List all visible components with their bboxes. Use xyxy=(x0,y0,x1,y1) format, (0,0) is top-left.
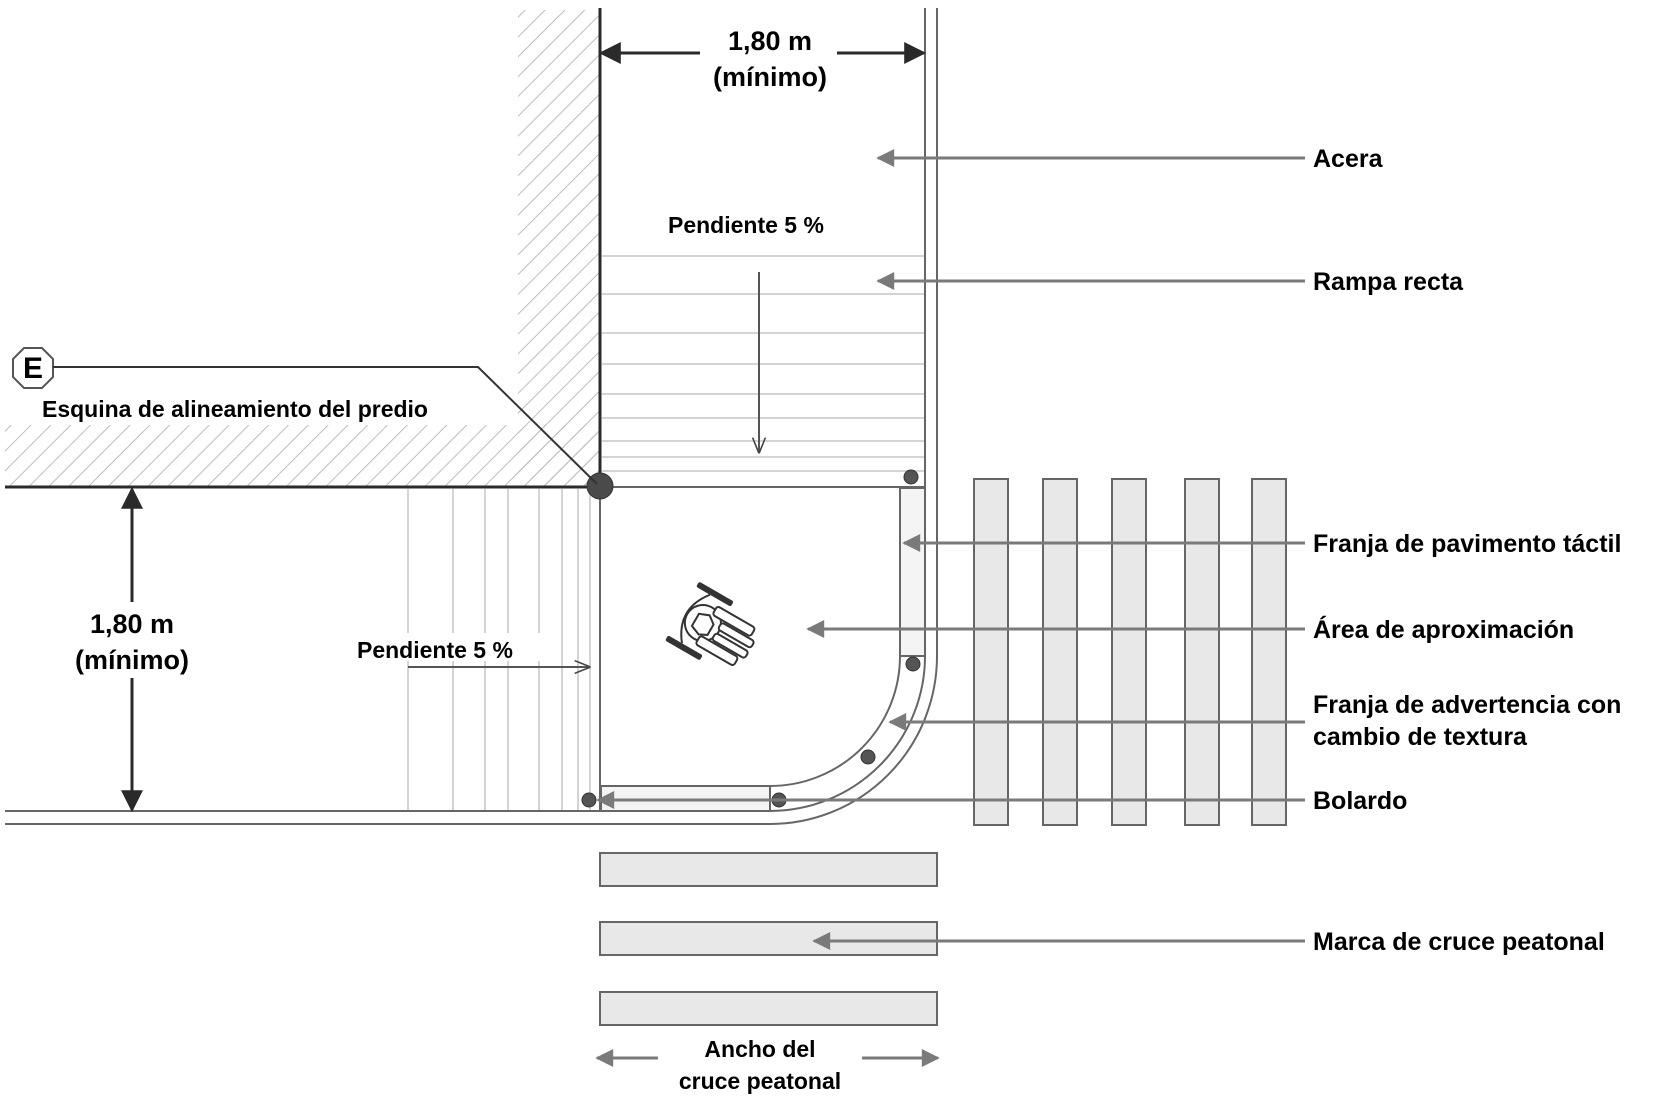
bollard xyxy=(581,792,597,808)
bollard xyxy=(860,749,876,765)
warning-strip-inner-arc xyxy=(769,655,901,787)
crosswalk-bar-vertical xyxy=(1042,478,1078,826)
tactile-strip-vertical xyxy=(899,487,926,657)
crosswalk-width-line2: cruce peatonal xyxy=(679,1068,841,1094)
callout-area-aproximacion: Área de aproximación xyxy=(1313,615,1574,644)
top-slope-label: Pendiente 5 % xyxy=(668,212,824,238)
bollard xyxy=(903,469,919,485)
bollard xyxy=(905,656,921,672)
callout-leaders xyxy=(596,149,1305,950)
callout-marca-cruce: Marca de cruce peatonal xyxy=(1313,928,1605,956)
property-hatch xyxy=(5,10,600,487)
corner-marker: E Esquina de alineamiento del predio xyxy=(12,347,598,485)
crosswalk-bar-vertical xyxy=(1184,478,1220,826)
callout-franja-tactil: Franja de pavimento táctil xyxy=(1313,530,1621,558)
crosswalk-bar-horizontal xyxy=(599,852,938,887)
left-slope-label-mask xyxy=(352,633,542,661)
crosswalk-bar-horizontal xyxy=(599,921,938,956)
corner-label: Esquina de alineamiento del predio xyxy=(42,396,428,422)
curb-inner-arc xyxy=(769,655,926,812)
sidewalk-width-note: (mínimo) xyxy=(713,62,827,92)
sidewalk-width-value: 1,80 m xyxy=(728,26,812,56)
crosswalk-bar-vertical xyxy=(1111,478,1147,826)
approach-depth-value: 1,80 m xyxy=(90,609,174,639)
wheelchair-icon xyxy=(665,582,756,666)
straight-ramp-lines xyxy=(602,255,924,472)
property-hatch-horizontal xyxy=(5,425,600,487)
callout-rampa-recta: Rampa recta xyxy=(1313,268,1464,296)
corner-badge-octagon xyxy=(12,347,54,389)
property-hatch-vertical xyxy=(518,10,600,487)
curb-outer-arc xyxy=(769,655,938,825)
callout-franja-advertencia-line2: cambio de textura xyxy=(1313,723,1528,751)
callout-acera: Acera xyxy=(1313,145,1384,173)
crosswalk-vertical-bars xyxy=(973,478,1287,826)
corner-leader-line xyxy=(53,366,598,485)
left-slope-label: Pendiente 5 % xyxy=(357,637,513,663)
corner-badge-letter: E xyxy=(23,352,43,385)
callout-labels: Acera Rampa recta Franja de pavimento tá… xyxy=(1313,145,1621,956)
callout-franja-advertencia-line1: Franja de advertencia con xyxy=(1313,691,1621,719)
crosswalk-horizontal-bars xyxy=(599,852,938,1026)
crosswalk-bar-horizontal xyxy=(599,991,938,1026)
crosswalk-width-line1: Ancho del xyxy=(704,1036,815,1062)
crosswalk-bar-vertical xyxy=(973,478,1009,826)
approach-depth-note: (mínimo) xyxy=(75,645,189,675)
callout-bolardo: Bolardo xyxy=(1313,787,1407,815)
crosswalk-bar-vertical xyxy=(1251,478,1287,826)
sidewalk-structure xyxy=(5,8,938,825)
